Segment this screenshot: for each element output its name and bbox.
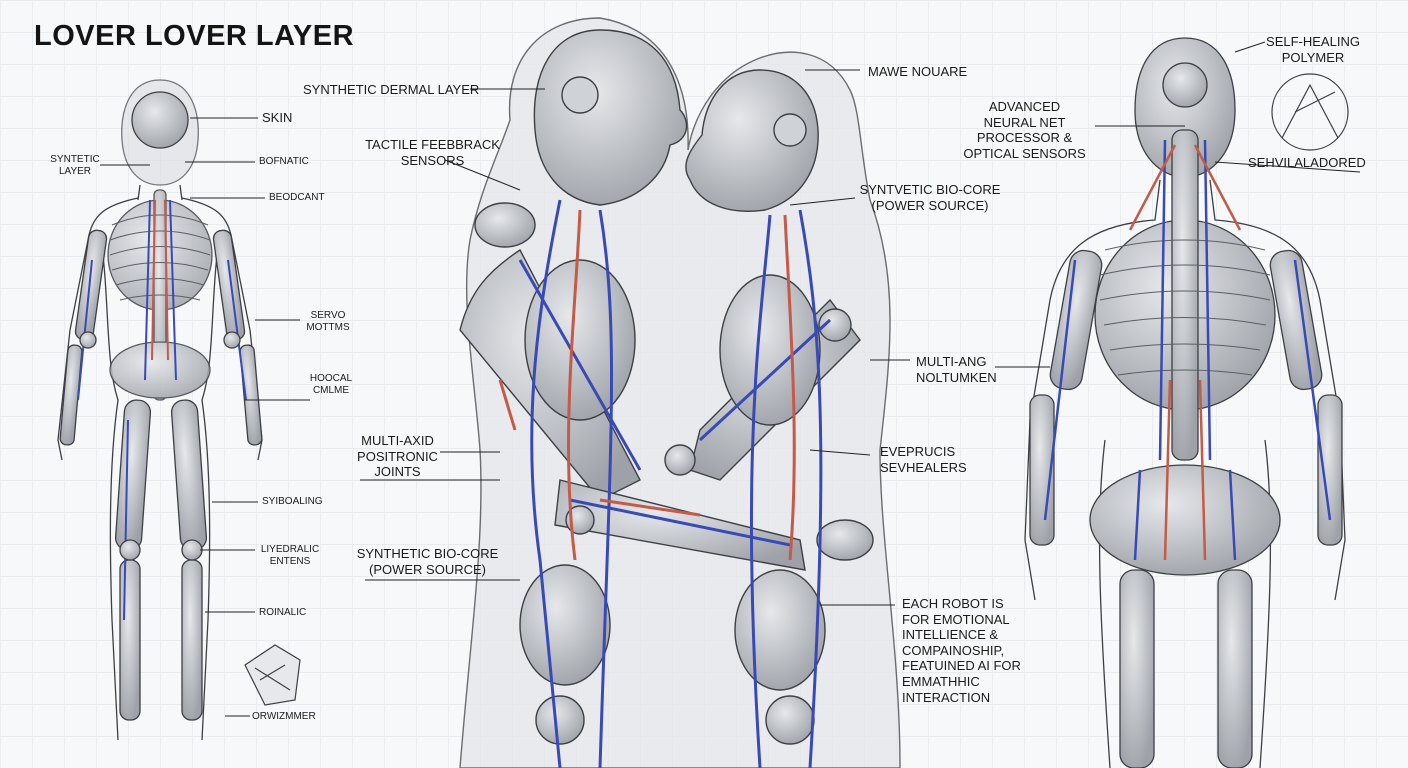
label-orwizmmer: ORWIZMMER [252,711,316,722]
right-robot-figure [1024,37,1346,768]
ribcage [107,189,213,401]
label-synthetic-dermal-layer: SYNTHETIC DERMAL LAYER [303,82,480,97]
label-description: EACH ROBOT IS FOR EMOTIONAL INTELLIENCE … [902,596,1021,705]
label-liyedralic-entens: LIYEDRALIC ENTENS [260,544,320,567]
label-tactile-feedback-sensors: TACTILE FEEBBRACK SENSORS [365,137,500,168]
label-multi-axid-joints: MULTI-AXID POSITRONIC JOINTS [357,433,438,480]
label-sehvilaladored: SEHVILALADORED [1248,155,1366,170]
label-multi-ang: MULTI-ANG NOLTUMKEN [916,354,997,385]
label-servo-motors: SERVO MOTTMS [306,310,350,333]
label-bio-core-right: SYNTVETIC BIO-CORE (POWER SOURCE) [859,182,1001,213]
leader-lines [100,41,1361,717]
page-title: LOVER LOVER LAYER [34,20,355,52]
label-synthetic-layer: SYNTETIC LAYER [50,154,100,177]
detail-sketch [244,644,301,706]
label-self-healing-polymer: SELF-HEALING POLYMER [1266,34,1360,65]
label-eveprucis: EVEPRUCIS SEVHEALERS [880,444,967,475]
label-skin: SKIN [262,110,293,125]
label-beodcant: BEODCANT [269,192,325,203]
label-bio-core-left: SYNTHETIC BIO-CORE (POWER SOURCE) [356,546,499,577]
polymer-inset [1271,73,1349,151]
label-neural-net-processor: ADVANCED NEURAL NET PROCESSOR & OPTICAL … [963,99,1086,161]
label-hoocal-cmlme: HOOCAL CMLME [309,373,353,396]
label-mawe-nouare: MAWE NOUARE [868,64,968,79]
label-roinalic: ROINALIC [259,607,307,618]
label-bofnatic: BOFNATIC [259,156,309,167]
label-syiboaling: SYIBOALING [262,496,323,507]
left-robot-figure [57,79,263,741]
center-couple-figure [459,17,901,768]
